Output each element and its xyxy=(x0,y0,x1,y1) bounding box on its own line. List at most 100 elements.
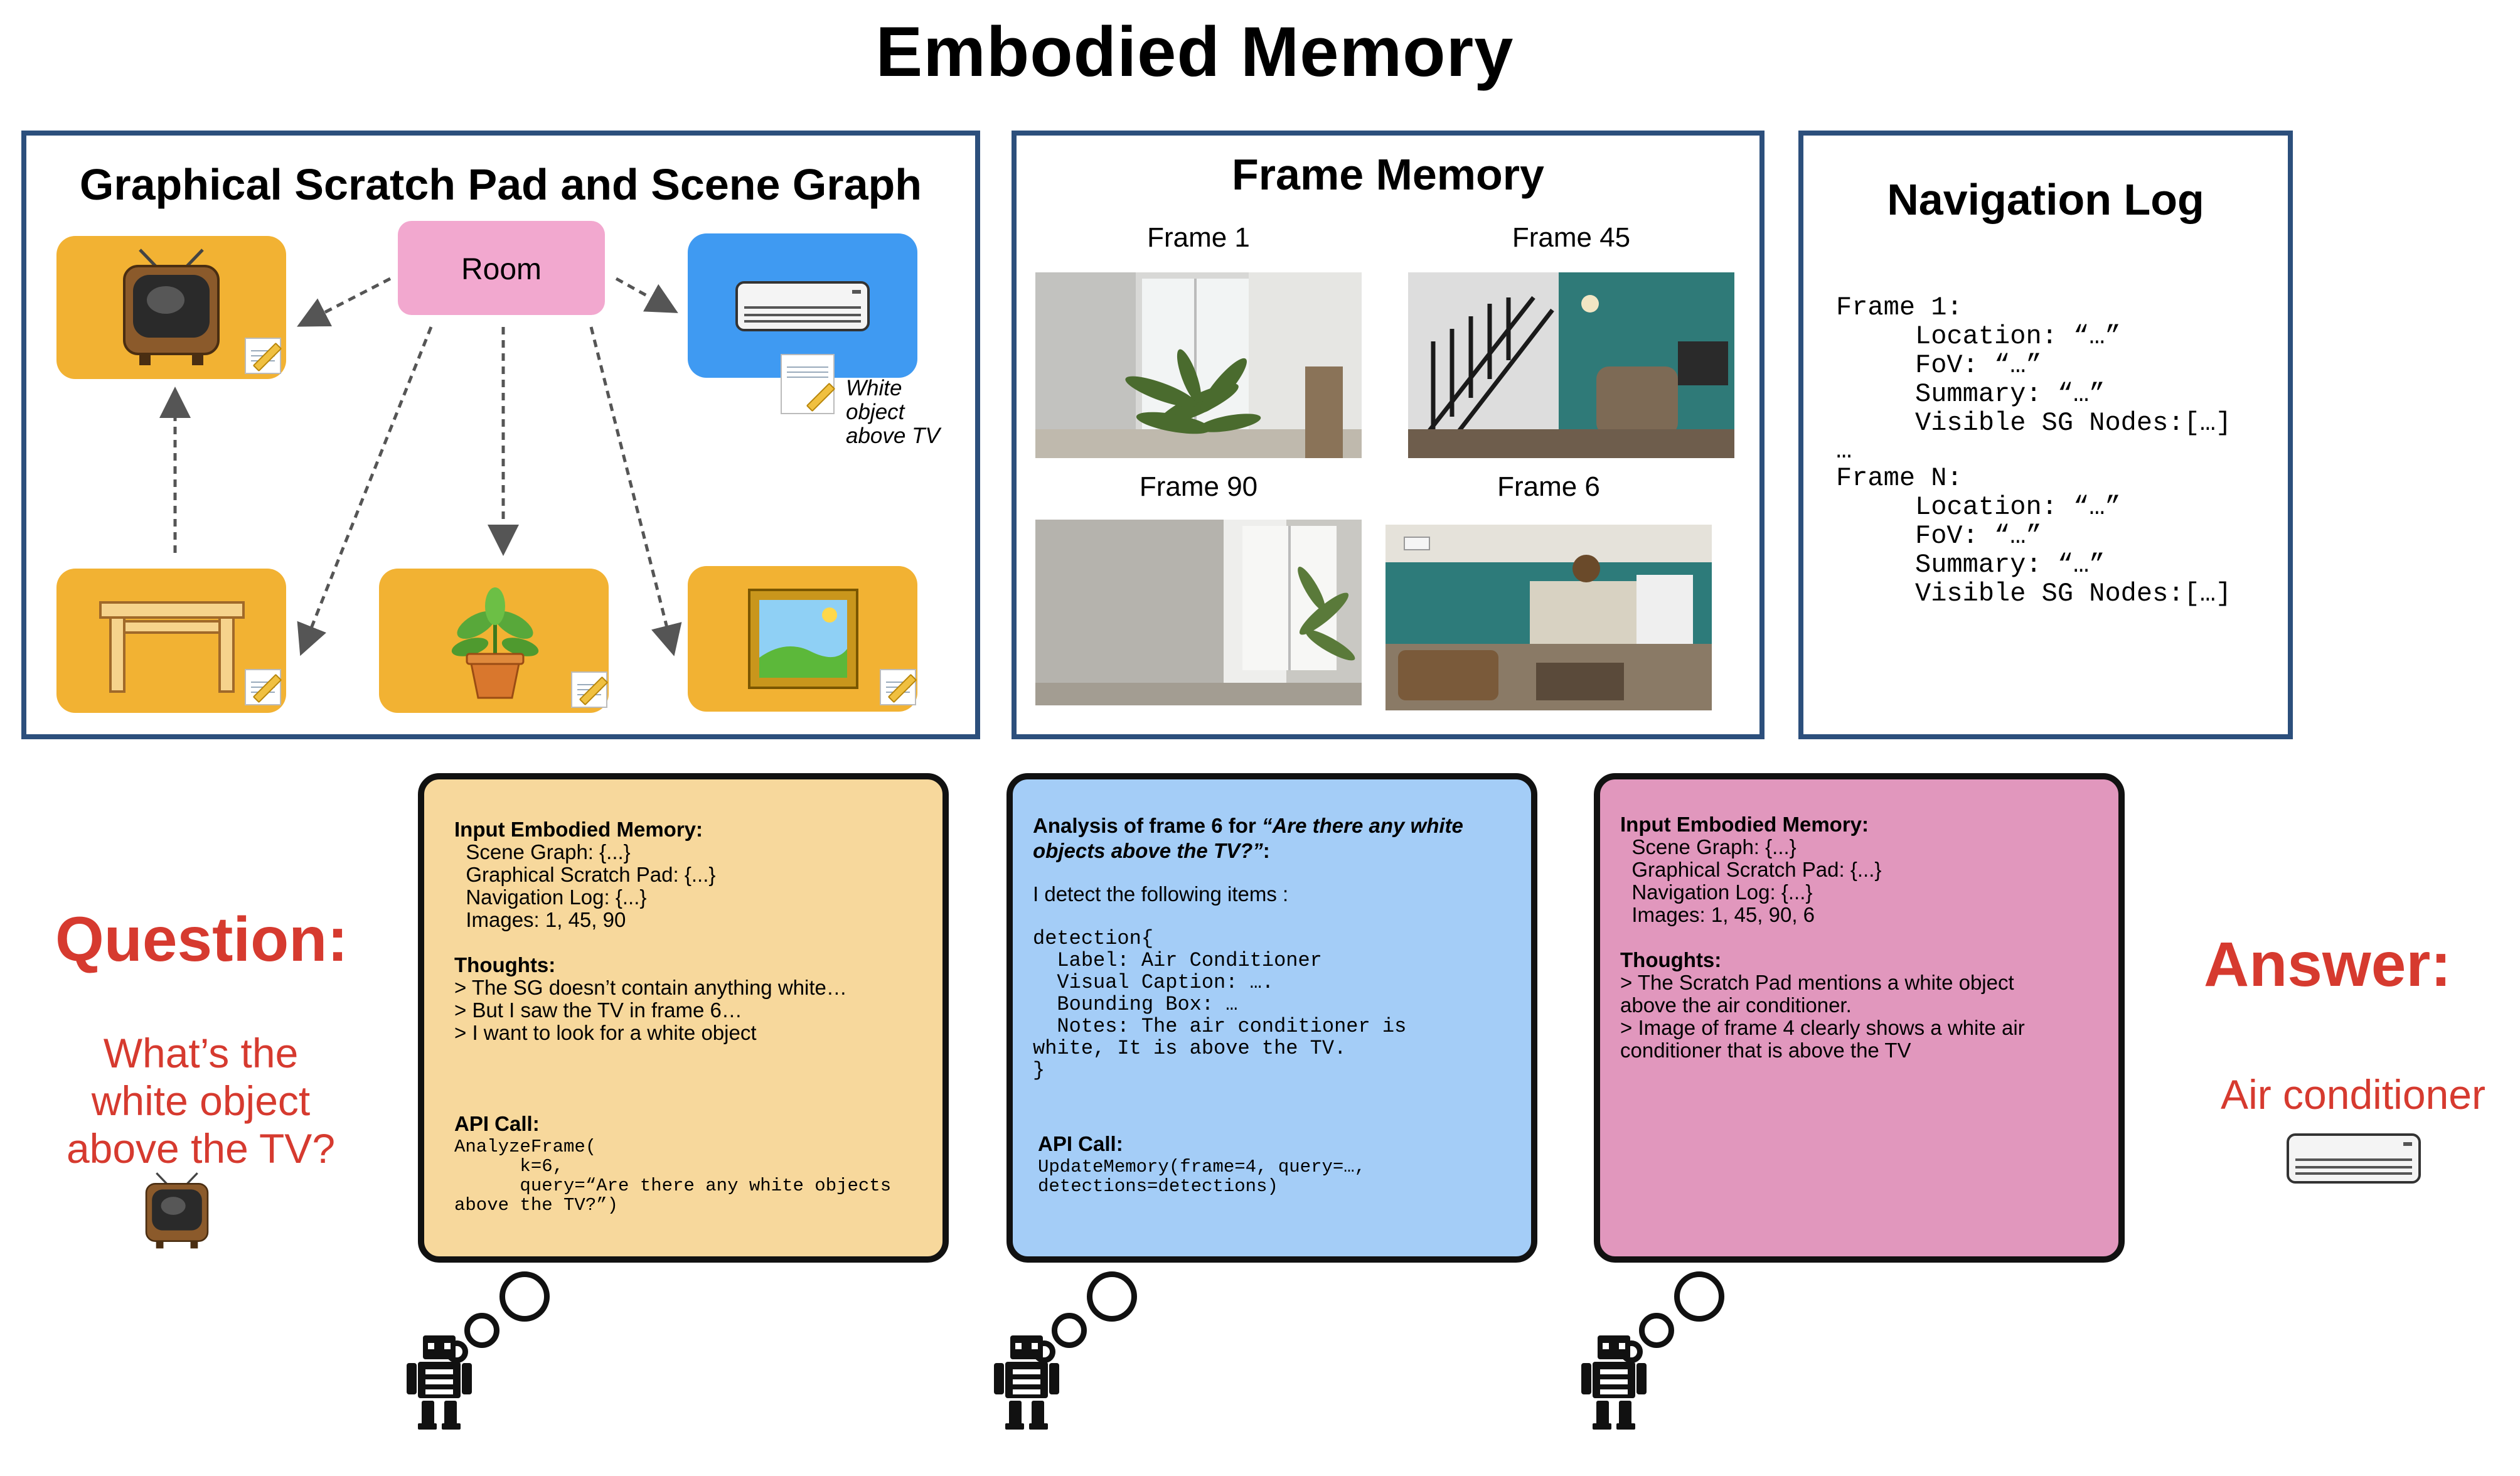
bubble-1-spacer xyxy=(454,931,847,954)
scratch-pad-panel: Graphical Scratch Pad and Scene Graph xyxy=(21,131,980,739)
robot-icon xyxy=(407,1335,472,1430)
nav-log-line: Frame N: xyxy=(1836,463,1963,493)
bubble-2-code-line: Label: Air Conditioner xyxy=(1033,949,1322,972)
bubble-3-line: Navigation Log: {...} xyxy=(1620,880,1813,904)
frame-image-45 xyxy=(1408,272,1734,458)
question-line-2: white object xyxy=(91,1078,311,1124)
scene-graph-edges xyxy=(159,277,682,656)
robot-icon xyxy=(1581,1335,1647,1430)
bubble-1-line: Input Embodied Memory: xyxy=(454,818,703,841)
bubble-1-line: Graphical Scratch Pad: {...} xyxy=(454,863,716,886)
bubble-1-text: Input Embodied Memory: Scene Graph: {...… xyxy=(454,818,847,1044)
thought-circle-large xyxy=(1674,1271,1724,1322)
bubble-2-heading-plain: Analysis of frame 6 for xyxy=(1033,814,1262,837)
memo-icon xyxy=(781,354,835,414)
frame-label-1: Frame 1 xyxy=(1147,222,1250,253)
ac-note-line-3: above TV xyxy=(846,424,940,448)
thought-circle-large xyxy=(499,1271,550,1322)
nav-log-line: Summary: “…” xyxy=(1836,550,2105,580)
bubble-2-code-line: Notes: The air conditioner is xyxy=(1033,1015,1407,1038)
air-conditioner-node xyxy=(688,233,917,414)
question-line-3: above the TV? xyxy=(66,1125,336,1172)
bubble-3-line: Thoughts: xyxy=(1620,948,1722,971)
frame-image-6 xyxy=(1385,525,1712,710)
bubble-3-line: > Image of frame 4 clearly shows a white… xyxy=(1620,1016,2025,1039)
edge-room-ac xyxy=(615,277,678,313)
tv-node xyxy=(56,236,286,379)
memo-icon xyxy=(880,669,916,705)
bubble-1-line: Thoughts: xyxy=(454,953,556,976)
memo-icon xyxy=(245,669,281,705)
bubble-2-heading-italic: “Are there any white objects above the T… xyxy=(1033,814,1463,862)
question-line-1: What’s the xyxy=(103,1030,299,1076)
bubble-2-intro: I detect the following items : xyxy=(1033,882,1289,906)
navigation-log-title: Navigation Log xyxy=(1887,175,2204,224)
bubble-2-code-line: Visual Caption: …. xyxy=(1033,971,1274,994)
robot-icon xyxy=(994,1335,1059,1430)
bubble-1-code-line: k=6, xyxy=(454,1156,564,1177)
tv-icon xyxy=(123,249,220,365)
bubble-2-code-line: detections=detections) xyxy=(1038,1176,1278,1197)
thought-circle-medium xyxy=(1639,1313,1674,1348)
question-text: What’s the white object above the TV? xyxy=(38,1029,364,1172)
bubble-1-code-line: query=“Are there any white objects xyxy=(454,1175,892,1196)
frame-label-90: Frame 90 xyxy=(1139,471,1258,502)
bubble-3-line: Input Embodied Memory: xyxy=(1620,813,1869,836)
bubble-1-api-label: API Call: xyxy=(454,1112,540,1135)
bubble-3-line: > The Scratch Pad mentions a white objec… xyxy=(1620,971,2014,994)
bubble-3-line: conditioner that is above the TV xyxy=(1620,1039,1911,1062)
bubble-2-api-code: UpdateMemory(frame=4, query=…, detection… xyxy=(1038,1157,1365,1196)
ac-note-text: White object above TV xyxy=(846,377,940,448)
bubble-3-spacer xyxy=(1620,926,2025,949)
bubble-1-line: > The SG doesn’t contain anything white… xyxy=(454,976,847,999)
nav-log-line: Location: “…” xyxy=(1836,321,2121,351)
table-icon xyxy=(99,601,245,693)
scratch-pad-title: Graphical Scratch Pad and Scene Graph xyxy=(79,160,922,209)
bubble-3-line: Images: 1, 45, 90, 6 xyxy=(1620,903,1815,926)
tv-icon xyxy=(145,1172,209,1249)
nav-log-line: Location: “…” xyxy=(1836,492,2121,522)
thought-bubble-3: Input Embodied Memory: Scene Graph: {...… xyxy=(1594,773,2125,1263)
bubble-2-code-line: white, It is above the TV. xyxy=(1033,1037,1347,1060)
answer-heading: Answer: xyxy=(2204,929,2452,1000)
bubble-3-line: Graphical Scratch Pad: {...} xyxy=(1620,858,1882,881)
framed-picture-icon xyxy=(748,589,858,689)
edge-room-table xyxy=(297,326,433,656)
bubble-3-text: Input Embodied Memory: Scene Graph: {...… xyxy=(1620,813,2025,1062)
frame-memory-title: Frame Memory xyxy=(1232,150,1544,199)
nav-log-line: FoV: “…” xyxy=(1836,350,2042,380)
nav-log-line: Visible SG Nodes:[…] xyxy=(1836,408,2232,438)
bubble-2-code-line: } xyxy=(1033,1059,1045,1082)
edge-room-tv xyxy=(297,277,392,327)
table-node xyxy=(56,569,286,713)
bubble-1-line: Navigation Log: {...} xyxy=(454,885,647,909)
air-conditioner-icon xyxy=(2287,1133,2421,1184)
bubble-1-code-line: AnalyzeFrame( xyxy=(454,1136,597,1157)
thought-bubble-2: Analysis of frame 6 for “Are there any w… xyxy=(1006,773,1537,1263)
bubble-2-code-line: detection{ xyxy=(1033,927,1154,950)
bubble-2-detection: detection{ Label: Air Conditioner Visual… xyxy=(1033,928,1406,1081)
room-node: Room xyxy=(398,221,605,315)
nav-log-line: Summary: “…” xyxy=(1836,379,2105,409)
bubble-2-heading-end: : xyxy=(1263,839,1270,862)
bubble-3-line: above the air conditioner. xyxy=(1620,993,1852,1017)
navigation-log-panel: Navigation Log Frame 1: Location: “…” Fo… xyxy=(1798,131,2293,739)
room-label: Room xyxy=(461,253,542,286)
thought-circle-medium xyxy=(1052,1313,1087,1348)
memo-icon xyxy=(571,671,607,708)
question-heading: Question: xyxy=(55,904,348,975)
picture-node xyxy=(688,566,917,712)
edge-room-picture xyxy=(589,326,682,656)
memo-icon xyxy=(245,338,281,374)
bubble-2-code-line: UpdateMemory(frame=4, query=…, xyxy=(1038,1157,1366,1177)
plant-node xyxy=(379,569,609,713)
frame-image-1 xyxy=(1035,272,1362,458)
potted-plant-icon xyxy=(451,587,539,699)
air-conditioner-icon xyxy=(735,281,870,331)
bubble-3-line: Scene Graph: {...} xyxy=(1620,835,1797,858)
nav-log-line: Frame 1: xyxy=(1836,292,1963,323)
frame-label-6: Frame 6 xyxy=(1497,471,1600,502)
frame-image-90 xyxy=(1035,520,1362,705)
bubble-2-api-label: API Call: xyxy=(1038,1132,1123,1155)
ac-note-line-2: object xyxy=(846,400,905,424)
